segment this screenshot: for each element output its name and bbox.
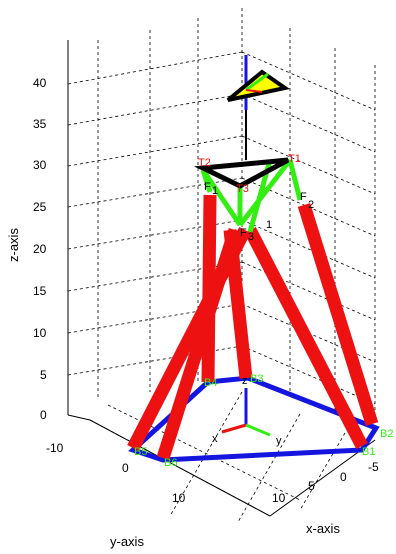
z-axis-label: z-axis bbox=[6, 228, 21, 262]
label-b3: B3 bbox=[250, 373, 263, 385]
leg-4 bbox=[297, 203, 379, 426]
x-tick-5: 5 bbox=[308, 479, 315, 493]
z-tick-40: 40 bbox=[33, 76, 47, 90]
x-ticks: 10 5 0 -5 bbox=[272, 460, 379, 505]
label-f1-sub: 1 bbox=[212, 185, 218, 197]
tool-triangle bbox=[226, 69, 290, 102]
label-b1: B1 bbox=[362, 446, 375, 458]
label-sub-1: 1 bbox=[266, 219, 272, 231]
label-b6: B6 bbox=[164, 457, 177, 469]
label-b2: B2 bbox=[380, 428, 393, 440]
label-b4: B4 bbox=[204, 377, 217, 389]
label-f2: F bbox=[300, 191, 307, 203]
z-tick-30: 30 bbox=[33, 158, 47, 172]
z-tick-5: 5 bbox=[40, 368, 47, 382]
leg-3 bbox=[244, 227, 368, 449]
y-tick-0: 0 bbox=[122, 461, 129, 475]
leg-5 bbox=[223, 229, 253, 379]
frame-x-label: x bbox=[212, 433, 218, 445]
base-frame: x y z bbox=[212, 375, 282, 447]
y-tick-10: 10 bbox=[172, 491, 186, 505]
label-f3-sub: 3 bbox=[248, 231, 254, 243]
x-tick-10: 10 bbox=[272, 491, 286, 505]
y-axis-label: y-axis bbox=[110, 534, 144, 549]
z-tick-35: 35 bbox=[33, 117, 47, 131]
z-tick-20: 20 bbox=[33, 242, 47, 256]
z-ticks: 0 5 10 15 20 25 30 35 40 bbox=[33, 76, 47, 422]
label-f1: F bbox=[204, 181, 211, 193]
z-tick-0: 0 bbox=[40, 408, 47, 422]
x-tick-0: 0 bbox=[340, 470, 347, 484]
y-ticks: -10 0 10 bbox=[46, 441, 186, 505]
top-triangle bbox=[193, 157, 290, 189]
leg-6 bbox=[201, 194, 217, 383]
z-tick-10: 10 bbox=[33, 326, 47, 340]
leg-2 bbox=[156, 228, 242, 460]
label-t3: T3 bbox=[236, 183, 249, 195]
label-f3: F bbox=[240, 227, 247, 239]
label-f2-sub: 2 bbox=[308, 199, 314, 211]
frame-y-label: y bbox=[276, 435, 282, 447]
plot-grid bbox=[67, 8, 376, 523]
label-b5: B5 bbox=[134, 446, 147, 458]
z-tick-15: 15 bbox=[33, 284, 47, 298]
legs bbox=[127, 194, 379, 460]
point-labels: T1 T2 T3 F 1 F 2 F 3 1 B1 B2 B3 B4 B5 B6 bbox=[134, 153, 393, 469]
x-axis-label: x-axis bbox=[306, 521, 340, 536]
label-t2: T2 bbox=[198, 157, 211, 169]
z-tick-25: 25 bbox=[33, 200, 47, 214]
label-t1: T1 bbox=[288, 153, 301, 165]
y-tick-neg10: -10 bbox=[46, 441, 64, 455]
frame-z-label: z bbox=[242, 375, 248, 387]
x-tick-neg5: -5 bbox=[368, 460, 379, 474]
